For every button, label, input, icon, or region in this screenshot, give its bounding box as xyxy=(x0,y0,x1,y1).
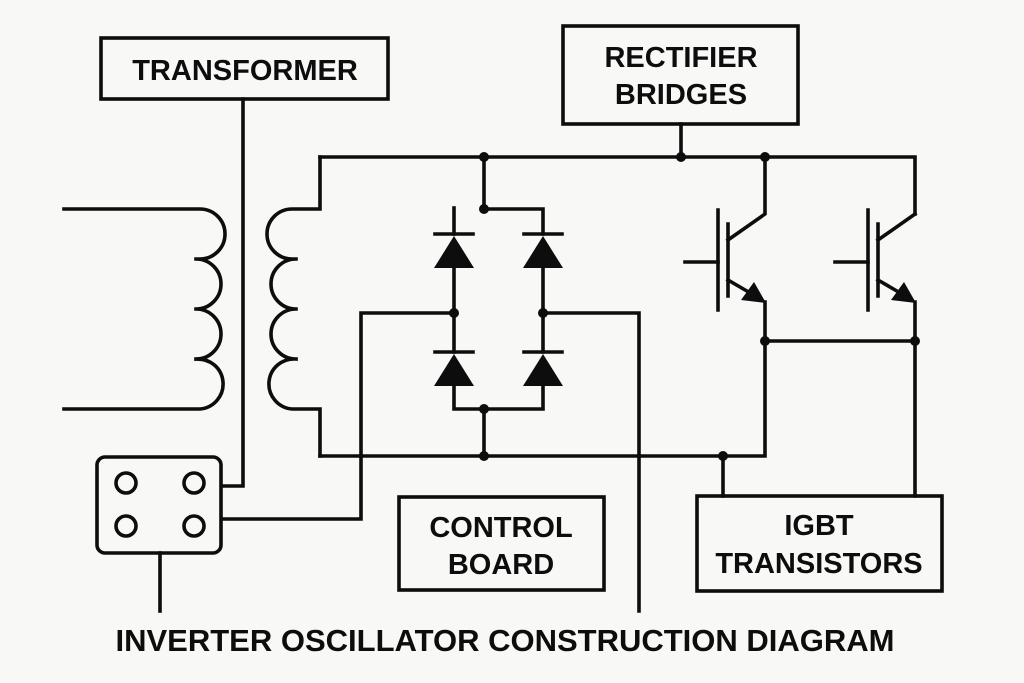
igbt-label-line2: TRANSISTORS xyxy=(715,548,922,580)
terminal-icon xyxy=(182,471,206,495)
diode-icon xyxy=(522,232,564,268)
junction-dots xyxy=(449,152,920,461)
junction-dot xyxy=(538,308,548,318)
igbt-transistor-1 xyxy=(683,155,767,343)
bridge-right-ac-wire xyxy=(541,311,641,613)
igbt-label-box: IGBT TRANSISTORS xyxy=(695,494,944,593)
emitter-arrow-icon xyxy=(741,282,766,303)
junction-dot xyxy=(676,152,686,162)
diode-icon xyxy=(433,232,475,268)
junction-dot xyxy=(760,336,770,346)
control-board-label-line1: CONTROL xyxy=(429,512,572,544)
terminal-icon xyxy=(114,514,138,538)
secondary-winding xyxy=(265,155,322,458)
control-board-label-line2: BOARD xyxy=(448,549,554,581)
top-bus xyxy=(318,155,917,216)
emitter-bus xyxy=(763,339,917,498)
junction-dot xyxy=(910,336,920,346)
primary-winding xyxy=(62,207,227,411)
junction-dot xyxy=(718,451,728,461)
junction-dot xyxy=(760,152,770,162)
diode-icon xyxy=(522,350,564,386)
bottom-bus xyxy=(318,339,767,458)
terminal-block xyxy=(95,455,223,613)
rectifier-label-line1: RECTIFIER xyxy=(604,42,757,74)
bridge-left-ac-wire xyxy=(219,311,456,521)
junction-dot xyxy=(479,404,489,414)
transformer-symbol xyxy=(62,97,322,488)
terminal-icon xyxy=(182,514,206,538)
igbt-label-line1: IGBT xyxy=(784,510,854,542)
igbt-transistor-2 xyxy=(833,208,918,343)
diagram-title: INVERTER OSCILLATOR CONSTRUCTION DIAGRAM xyxy=(115,623,894,658)
transformer-core-line xyxy=(219,97,245,488)
transformer-label-box: TRANSFORMER xyxy=(99,36,390,101)
rectifier-label-line2: BRIDGES xyxy=(615,79,747,111)
junction-dot xyxy=(479,204,489,214)
junction-dot xyxy=(449,308,459,318)
emitter-arrow-icon xyxy=(891,282,916,303)
transformer-label: TRANSFORMER xyxy=(132,55,358,87)
junction-dot xyxy=(479,152,489,162)
rectifier-label-box: RECTIFIER BRIDGES xyxy=(561,24,800,126)
control-board-label-box: CONTROL BOARD xyxy=(397,495,606,592)
junction-dot xyxy=(479,451,489,461)
diode-icon xyxy=(433,350,475,386)
terminal-icon xyxy=(114,471,138,495)
